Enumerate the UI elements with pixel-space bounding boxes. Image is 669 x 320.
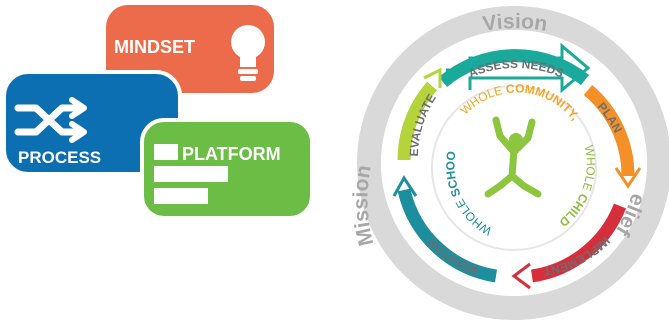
process-label: PROCESS — [18, 148, 101, 167]
jumping-person-icon — [484, 116, 542, 198]
plan-arc — [583, 85, 635, 177]
plan-arrowhead — [614, 167, 642, 189]
platform-card: PLATFORM — [140, 118, 314, 220]
platform-bar-2 — [154, 188, 208, 204]
implement-arrowhead — [511, 262, 531, 290]
mindset-process-platform-graphic: MINDSET PROCESS PLATFORM — [2, 5, 314, 220]
evaluate-arc — [397, 81, 437, 161]
monitor-arc — [397, 188, 498, 283]
evaluate-arrowhead — [423, 67, 442, 88]
implement-arc — [530, 203, 627, 283]
mindset-label: MINDSET — [114, 37, 195, 57]
platform-label: PLATFORM — [182, 144, 281, 164]
monitor-arrowhead — [392, 175, 418, 197]
outer-ring — [357, 6, 669, 320]
lightbulb-icon — [231, 25, 265, 81]
process-card: PROCESS — [2, 70, 182, 176]
shuffle-icon — [14, 97, 87, 143]
inner-ring — [431, 85, 597, 251]
platform-bar-1 — [154, 166, 228, 182]
assess-needs-arrow — [446, 42, 591, 94]
platform-square — [154, 144, 178, 160]
